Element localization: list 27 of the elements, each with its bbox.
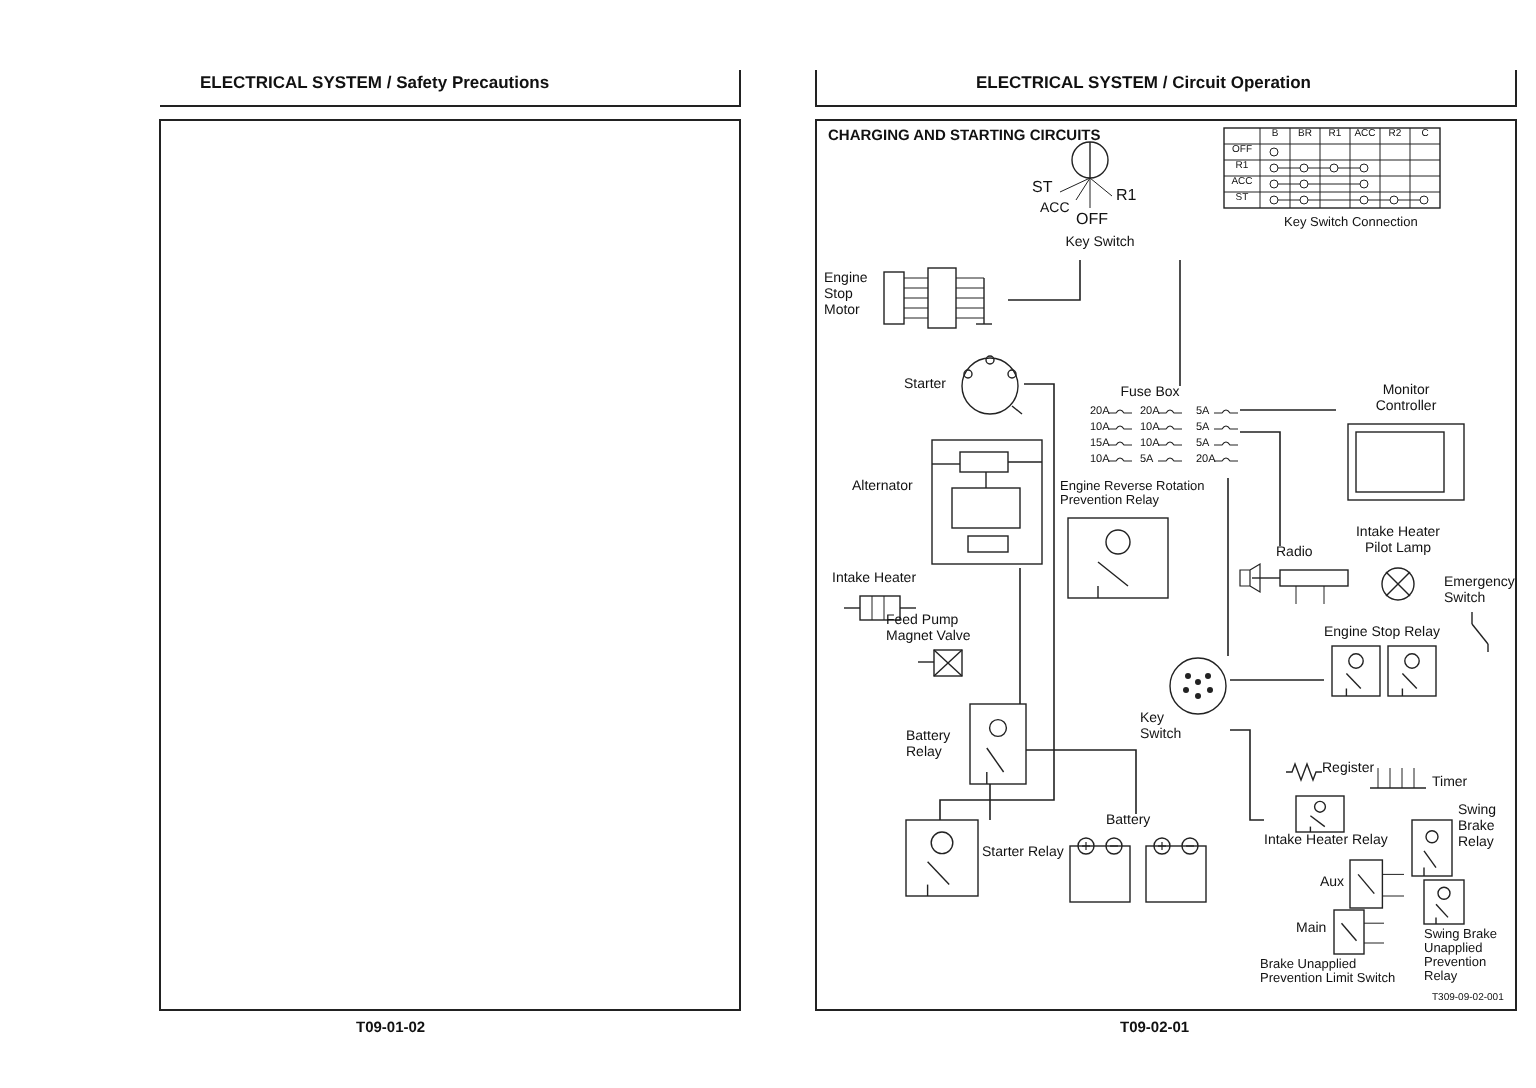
relay [906,704,1026,784]
battery [1066,814,1206,904]
component-label: ST [1032,180,1053,198]
emergency-switch [1444,576,1514,656]
page-header: ELECTRICAL SYSTEM / Safety Precautions [200,74,550,94]
page-header: ELECTRICAL SYSTEM / Circuit Operation [976,74,1311,94]
limit-switch [1296,910,1388,954]
wire [1179,259,1181,387]
wire [1239,431,1281,547]
relay [906,820,1066,896]
wire [1229,729,1265,821]
wire [1019,567,1021,705]
relay [1324,626,1440,698]
wire [1229,679,1325,681]
wire [1227,477,1229,657]
component-label: R1 [1116,188,1137,206]
wire [1007,259,1081,301]
wire [939,383,1055,821]
alternator [852,436,1046,568]
radio [1236,546,1348,606]
wire [1025,749,1137,815]
starter-motor [904,352,1024,420]
key-switch [1140,656,1230,744]
wire [1239,409,1337,411]
limit-switch [1320,860,1408,908]
wire [989,783,991,821]
component-label: OFF [1076,212,1108,230]
